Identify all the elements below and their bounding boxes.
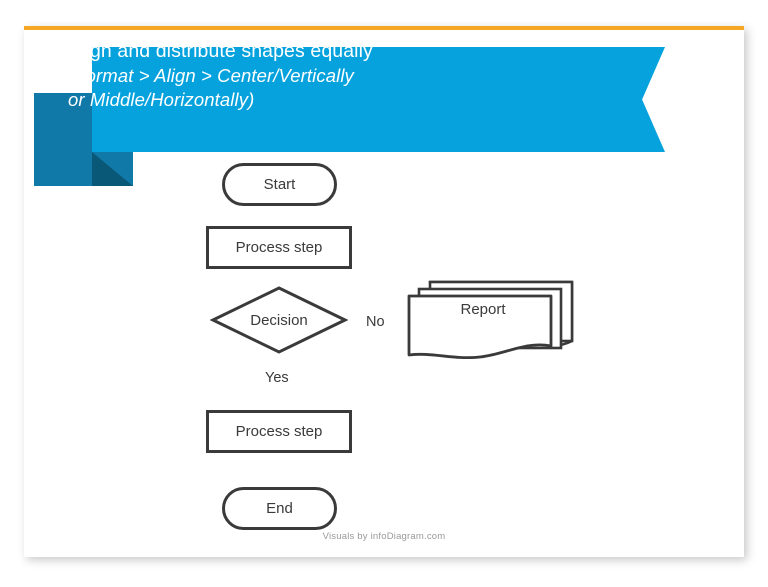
multi-document-icon <box>407 280 574 359</box>
branch-label-no: No <box>366 314 385 330</box>
title-banner <box>92 47 665 152</box>
flow-shape-decision[interactable]: Decision <box>209 285 349 355</box>
slide-card: Align and distribute shapes equally (For… <box>24 26 744 557</box>
flow-shape-end[interactable]: End <box>222 487 337 530</box>
title-line-3: or Middle/Horizontally) <box>68 89 255 111</box>
flow-shape-process-2[interactable]: Process step <box>206 410 352 453</box>
flow-shape-process-1-label: Process step <box>235 239 323 256</box>
decision-diamond-icon <box>209 286 349 354</box>
footer-credit: Visuals by infoDiagram.com <box>322 531 446 542</box>
flow-shape-process-1[interactable]: Process step <box>206 226 352 269</box>
flow-shape-decision-label: Decision <box>250 311 308 329</box>
title-line-1: Align and distribute shapes equally <box>68 40 373 62</box>
flow-shape-end-label: End <box>266 500 293 517</box>
title-banner-text: Align and distribute shapes equally (For… <box>68 39 373 112</box>
flow-shape-report[interactable]: Report <box>406 279 578 359</box>
branch-label-yes: Yes <box>265 370 289 386</box>
flow-shape-report-label: Report <box>460 301 506 318</box>
top-accent-bar <box>24 26 744 30</box>
flow-shape-start[interactable]: Start <box>222 163 337 206</box>
title-line-2: (Format > Align > Center/Vertically <box>68 65 354 87</box>
flow-shape-start-label: Start <box>263 176 296 193</box>
flow-shape-process-2-label: Process step <box>235 423 323 440</box>
